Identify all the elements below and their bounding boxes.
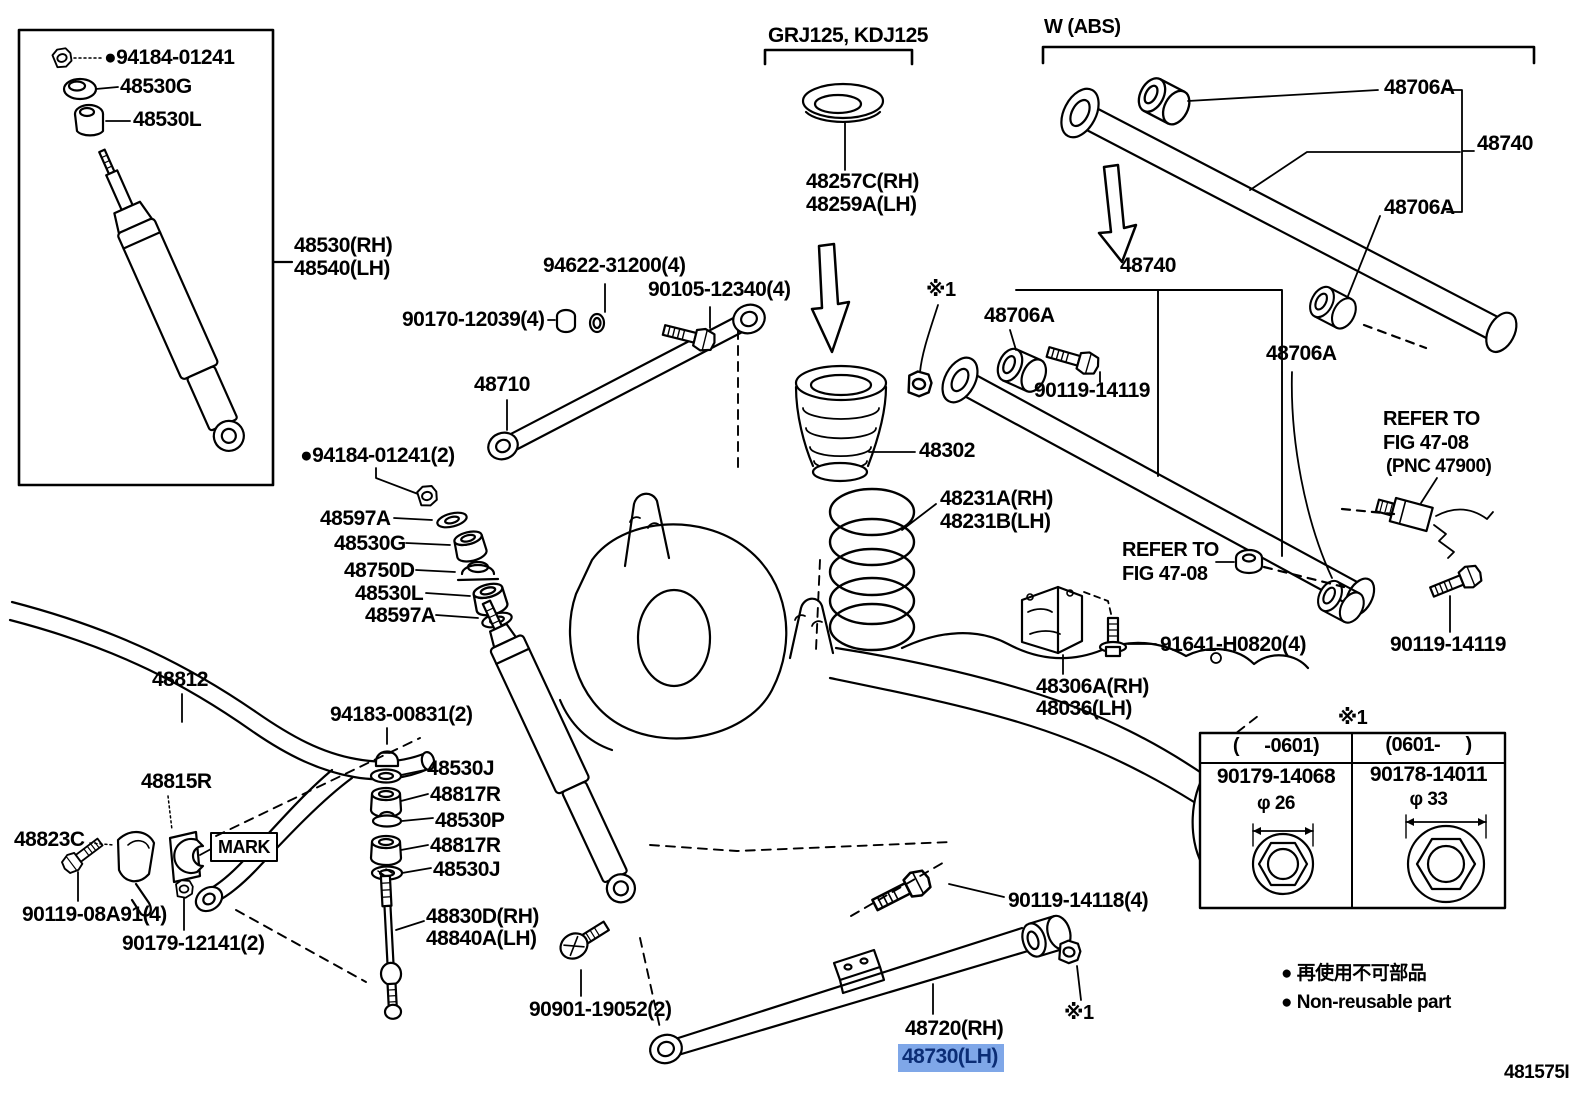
part-48750d[interactable]: 48750D: [344, 559, 415, 582]
part-48706a-3[interactable]: 48706A: [1266, 342, 1337, 365]
table-note-mark: ※1: [1337, 707, 1368, 729]
part-48840a-lh[interactable]: 48840A(LH): [426, 927, 537, 950]
part-90119-08a91[interactable]: 90119-08A91(4): [22, 903, 167, 926]
part-48823c[interactable]: 48823C: [14, 828, 85, 851]
lateral-rod-lower-drawing: [904, 289, 1486, 633]
axle-nut-drawing: [1215, 548, 1346, 589]
spring-seat-drawing: [763, 48, 914, 171]
table-dia-before: φ 26: [1256, 793, 1296, 814]
part-48815r[interactable]: 48815R: [141, 770, 212, 793]
part-48257c-rh[interactable]: 48257C(RH): [806, 170, 919, 193]
part-48740-2[interactable]: 48740: [1120, 254, 1176, 277]
part-90901-19052[interactable]: 90901-19052(2): [529, 998, 672, 1021]
lateral-rod-upper-drawing: [1041, 45, 1536, 354]
part-48302[interactable]: 48302: [919, 439, 975, 462]
part-48706a-1[interactable]: 48706A: [1384, 76, 1455, 99]
part-90119-14119-1[interactable]: 90119-14119: [1034, 379, 1150, 402]
part-48231a-rh[interactable]: 48231A(RH): [940, 487, 1053, 510]
part-91641-h0820[interactable]: 91641-H0820(4): [1160, 633, 1306, 656]
part-48530p[interactable]: 48530P: [435, 809, 505, 832]
table-part-before[interactable]: 90179-14068: [1216, 765, 1336, 788]
refer-note-right-line3: (PNC 47900): [1386, 456, 1492, 477]
part-48597a-1[interactable]: 48597A: [320, 507, 391, 530]
note-mark-top: ※1: [926, 279, 956, 301]
part-48597a-2[interactable]: 48597A: [365, 604, 436, 627]
table-dia-after: φ 33: [1409, 789, 1448, 810]
part-48540-lh[interactable]: 48540(LH): [294, 257, 390, 280]
part-48530-rh[interactable]: 48530(RH): [294, 234, 393, 257]
shock-absorber-box-drawing: [17, 28, 294, 487]
part-48730-lh[interactable]: 48730(LH): [898, 1044, 1004, 1073]
part-90170-12039[interactable]: 90170-12039(4): [402, 308, 545, 331]
part-48036-lh[interactable]: 48036(LH): [1036, 697, 1132, 720]
part-90105-12340[interactable]: 90105-12340(4): [648, 278, 791, 301]
part-48817r-1[interactable]: 48817R: [430, 783, 501, 806]
part-48817r-2[interactable]: 48817R: [430, 834, 501, 857]
upper-control-arm-drawing: [487, 283, 766, 461]
shock-mount-stack-drawing: [375, 467, 515, 632]
part-94183-00831[interactable]: 94183-00831(2): [330, 703, 473, 726]
assembly-arrow-center: [810, 242, 851, 354]
wabs-header: W (ABS): [1044, 16, 1121, 38]
screw-90901-drawing: [559, 920, 610, 997]
brake-line-bracket-drawing: [1340, 477, 1494, 559]
variant-table-drawing: [1198, 731, 1507, 910]
mark-label: MARK: [218, 837, 271, 857]
part-48530j-1[interactable]: 48530J: [427, 757, 495, 780]
part-48706a-4[interactable]: 48706A: [984, 304, 1055, 327]
part-48706a-2[interactable]: 48706A: [1384, 196, 1455, 219]
stabilizer-link-stack-drawing: [369, 727, 434, 1020]
shock-absorber-center-drawing: [481, 599, 636, 904]
part-48231b-lh[interactable]: 48231B(LH): [940, 510, 1051, 533]
assembly-arrow-right: [1097, 163, 1138, 264]
part-48812[interactable]: 48812: [152, 668, 208, 691]
part-48530l-box[interactable]: 48530L: [133, 108, 202, 131]
part-48306a-rh[interactable]: 48306A(RH): [1036, 675, 1149, 698]
part-48720-rh[interactable]: 48720(RH): [905, 1017, 1004, 1040]
part-90119-14119-2[interactable]: 90119-14119: [1390, 633, 1506, 656]
refer-note-right-line2: FIG 47-08: [1383, 432, 1469, 454]
legend-nonreusable-en: ● Non-reusable part: [1281, 992, 1451, 1013]
part-48530j-2[interactable]: 48530J: [433, 858, 501, 881]
table-part-after[interactable]: 90178-14011: [1369, 763, 1488, 786]
part-48259a-lh[interactable]: 48259A(LH): [806, 193, 917, 216]
legend-nonreusable-ja: ● 再使用不可部品: [1281, 963, 1427, 984]
coil-spring-drawing: [828, 487, 937, 652]
part-94184-01241[interactable]: ●94184-01241: [104, 46, 235, 69]
part-48830d-rh[interactable]: 48830D(RH): [426, 905, 539, 928]
refer-note-left-line2: FIG 47-08: [1122, 563, 1208, 585]
part-48530g-2[interactable]: 48530G: [334, 532, 406, 555]
part-48740-1[interactable]: 48740: [1477, 132, 1533, 155]
diagram-code: 481575I: [1504, 1062, 1570, 1083]
part-90119-14118[interactable]: 90119-14118(4): [1008, 889, 1149, 912]
lower-control-arm-drawing: [649, 865, 1084, 1065]
note-mark-bottom: ※1: [1064, 1002, 1094, 1024]
part-94622-31200[interactable]: 94622-31200(4): [543, 254, 686, 277]
bracket-48306a-drawing: [1020, 585, 1157, 675]
part-48530l-2[interactable]: 48530L: [355, 582, 424, 605]
table-header-after: (0601- ): [1385, 734, 1472, 756]
model-code-header: GRJ125, KDJ125: [768, 24, 928, 47]
bump-stop-drawing: [794, 364, 916, 483]
refer-note-right-line1: REFER TO: [1383, 408, 1480, 430]
part-94184-01241-2[interactable]: ●94184-01241(2): [300, 444, 455, 467]
refer-note-left-line1: REFER TO: [1122, 539, 1219, 561]
part-90179-12141[interactable]: 90179-12141(2): [122, 932, 265, 955]
table-header-before: ( -0601): [1232, 735, 1320, 757]
part-48530g-box[interactable]: 48530G: [120, 75, 192, 98]
part-48710[interactable]: 48710: [474, 373, 530, 396]
